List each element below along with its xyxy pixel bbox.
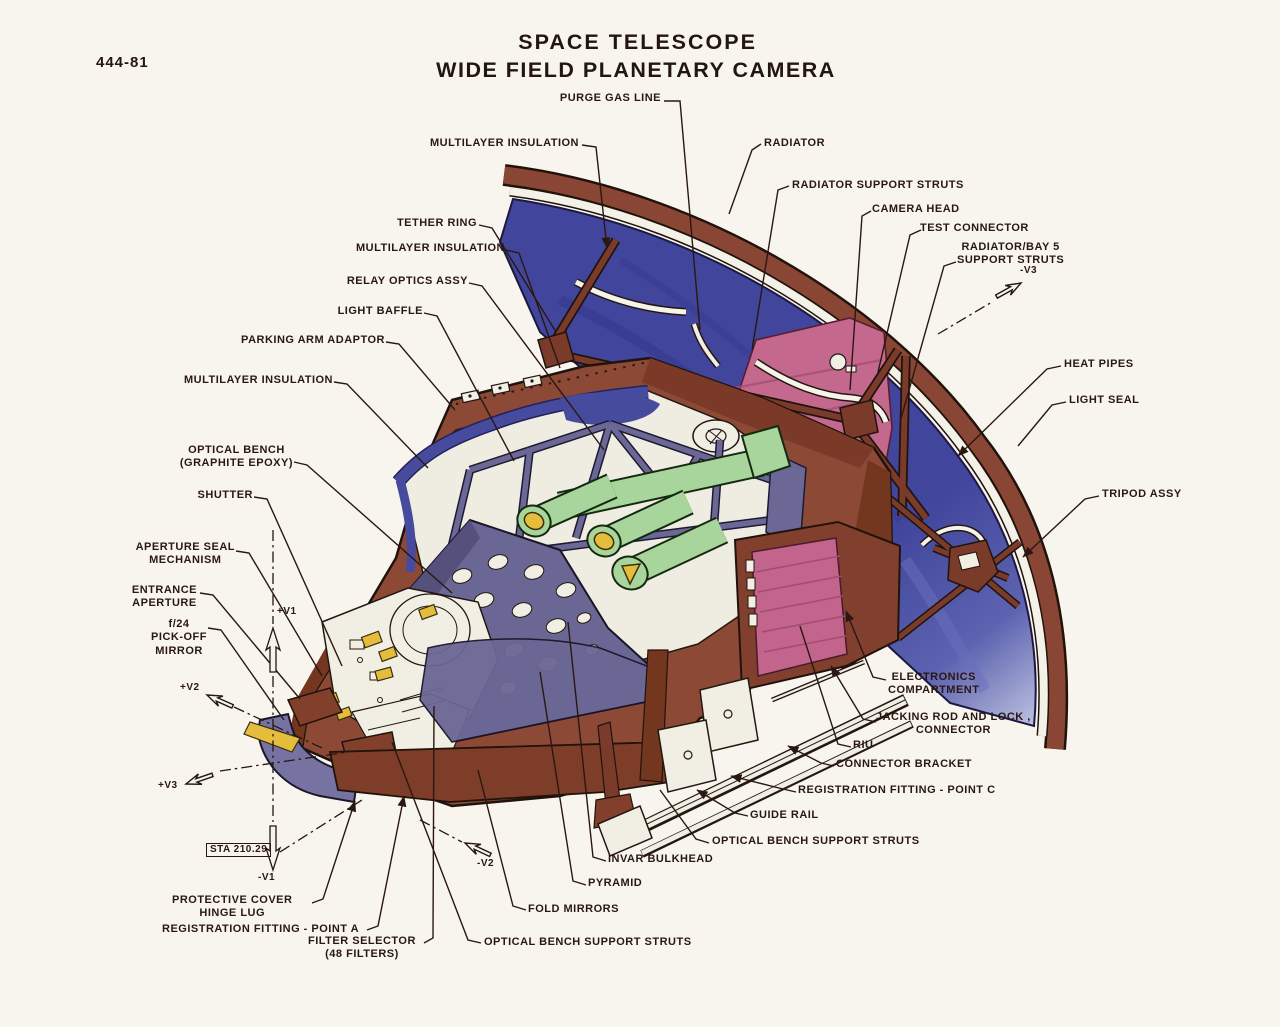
leader-lines [199,100,1100,944]
label-parking-arm-adaptor: PARKING ARM ADAPTOR [241,334,385,346]
label-optical-bench-support-struts-right: OPTICAL BENCH SUPPORT STRUTS [712,835,920,847]
diagram-title-line1: SPACE TELESCOPE [518,30,757,54]
label-optical-bench: OPTICAL BENCH (GRAPHITE EPOXY) [179,444,293,470]
label-electronics-compartment: ELECTRONICS COMPARTMENT [888,671,980,697]
label-camera-head: CAMERA HEAD [872,203,960,215]
label-registration-fitting-c: REGISTRATION FITTING - POINT C [798,784,996,796]
label-pickoff-mirror: f/24 PICK-OFF MIRROR [151,618,207,657]
plus-v3-arrow [183,768,215,790]
guide-rail-graphic [597,694,914,858]
minus-v2-arrow [461,837,494,861]
axis-minus-v3: -V3 [1020,265,1038,276]
diagram-title-line2: WIDE FIELD PLANETARY CAMERA [436,58,836,82]
relay-optics-cylinder [611,516,729,591]
axis-minus-v2: -V2 [477,858,495,869]
label-multilayer-insulation-mid: MULTILAYER INSULATION [355,242,505,254]
label-filter-selector: FILTER SELECTOR (48 FILTERS) [308,935,416,961]
registration-brackets [657,677,759,793]
label-tripod-assy: TRIPOD ASSY [1102,488,1182,500]
label-radiator: RADIATOR [764,137,826,149]
minus-v3-arrow [993,277,1025,303]
label-relay-optics-assy: RELAY OPTICS ASSY [346,275,468,287]
relay-optics-cylinder [516,473,618,538]
parking-arm-fittings [460,374,543,404]
label-connector-bracket: CONNECTOR BRACKET [836,758,973,770]
label-light-seal: LIGHT SEAL [1069,394,1140,406]
axis-minus-v1: -V1 [258,872,276,883]
axis-plus-v2: +V2 [180,682,200,693]
relay-optics-cylinder [586,489,694,558]
label-fold-mirrors: FOLD MIRRORS [528,903,619,915]
riu-panel [751,537,848,677]
plus-v2-arrow [204,689,236,713]
label-heat-pipes: HEAT PIPES [1064,358,1134,370]
minus-v1-arrow [264,825,282,873]
label-jacking-rod: JACKING ROD AND LOCK , CONNECTOR [876,711,1031,737]
label-pyramid: PYRAMID [588,877,643,889]
label-tether-ring: TETHER RING [396,217,477,229]
label-light-baffle: LIGHT BAFFLE [337,305,423,317]
tripod-assy [881,490,1023,642]
label-radiator-bay5-support-struts: RADIATOR/BAY 5 SUPPORT STRUTS [957,241,1065,267]
coordinate-axes [183,277,1025,873]
label-registration-fitting-a: REGISTRATION FITTING - POINT A [162,923,360,935]
label-optical-bench-support-struts-left: OPTICAL BENCH SUPPORT STRUTS [484,936,692,948]
plus-v1-arrow [264,625,282,673]
label-aperture-seal-mechanism: APERTURE SEAL MECHANISM [135,541,235,567]
label-riu: RIU [853,739,874,751]
label-radiator-support-struts: RADIATOR SUPPORT STRUTS [792,179,964,191]
label-test-connector: TEST CONNECTOR [920,222,1029,234]
label-multilayer-insulation-top: MULTILAYER INSULATION [429,137,579,149]
station-marker: STA 210.29 [206,843,272,857]
label-multilayer-insulation-lower: MULTILAYER INSULATION [183,374,333,386]
label-invar-bulkhead: INVAR BULKHEAD [608,853,714,865]
axis-plus-v1: +V1 [277,606,297,617]
label-protective-cover-hinge-lug: PROTECTIVE COVER HINGE LUG [172,894,293,920]
label-guide-rail: GUIDE RAIL [750,809,819,821]
axis-plus-v3: +V3 [158,780,178,791]
electronics-unit [597,322,914,858]
label-entrance-aperture: ENTRANCE APERTURE [131,584,197,610]
relay-optics-assy-graphic [443,419,807,591]
figure-number: 444-81 [96,54,149,71]
label-shutter: SHUTTER [197,489,253,501]
label-purge-gas-line: PURGE GAS LINE [559,92,661,104]
